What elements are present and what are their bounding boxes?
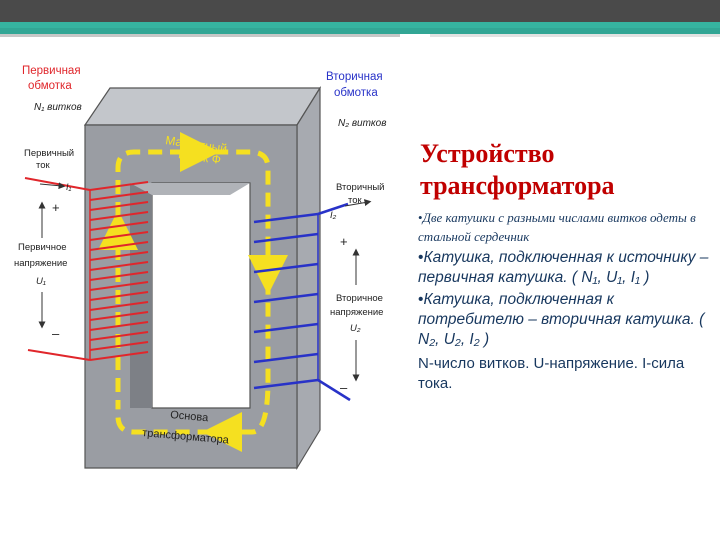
secondary-coil [253,202,351,402]
primary-coil [24,177,149,361]
bullet-marker: • [418,291,424,308]
slide-accent-band [0,22,720,34]
secondary-voltage-minus: – [340,380,348,395]
core-window-depth [130,183,152,408]
secondary-current-label-line2: ток [348,195,363,206]
primary-current-arrow [39,182,66,190]
flux-label-line2: поток Ф [178,147,222,167]
slide-accent-shadow [0,28,720,34]
core-side-face [296,85,321,471]
slide-bullet-list: •Две катушки с разными числами витков од… [418,208,710,396]
secondary-current-label-line1: Вторичный [336,182,384,193]
bullet-text: Две катушки с разными числами витков оде… [418,210,696,244]
primary-current-label-line2: ток [36,160,51,171]
bullet-text: N-число витков. U-напряжение. I-сила ток… [418,355,685,392]
core-top-face [83,87,322,126]
secondary-voltage-plus: + [340,234,348,249]
transformer-diagram: Первичная обмотка N₁ витков Первичный то… [14,65,386,471]
primary-winding-label-line2: обмотка [28,80,72,92]
primary-voltage-label-line1: Первичное [18,242,67,253]
primary-voltage-label-line2: напряжение [14,258,67,269]
bullet-secondary-coil: •Катушка, подключенная к потребителю – в… [418,290,710,350]
bullet-two-coils: •Две катушки с разными числами витков од… [418,208,710,246]
secondary-turns-label: N₂ витков [338,118,386,129]
secondary-voltage-label-line1: Вторичное [336,293,383,304]
bullet-marker: • [418,249,424,266]
slide-divider-right [430,34,720,37]
primary-voltage-symbol: U₁ [36,276,46,287]
bullet-definitions: N-число витков. U-напряжение. I-сила ток… [418,354,710,394]
slide-top-bar [0,0,720,22]
core-window-top [130,183,250,195]
primary-voltage-minus: – [52,326,60,341]
primary-current-label-line1: Первичный [24,148,74,159]
secondary-current-symbol: I₂ [330,210,337,221]
slide-divider-left [0,34,400,37]
primary-turns-label: N₁ витков [34,102,82,113]
base-label-line1: Основа [170,409,210,424]
secondary-winding-label-line2: обмотка [334,87,378,99]
bullet-text: Катушка, подключенная к потребителю – вт… [418,291,705,348]
bullet-text: Катушка, подключенная к источнику – перв… [418,249,709,286]
primary-current-symbol: I₁ [66,182,72,192]
secondary-winding-label-line1: Вторичная [326,71,383,83]
primary-voltage-plus: + [52,200,60,215]
slide-title: Устройство трансформатора [420,139,615,200]
secondary-voltage-label-line2: напряжение [330,307,383,318]
bullet-primary-coil: •Катушка, подключенная к источнику – пер… [418,248,710,288]
secondary-voltage-symbol: U₂ [350,323,361,334]
secondary-current-arrow [344,199,372,207]
bullet-marker: • [418,210,423,225]
primary-winding-label-line1: Первичная [22,65,81,77]
